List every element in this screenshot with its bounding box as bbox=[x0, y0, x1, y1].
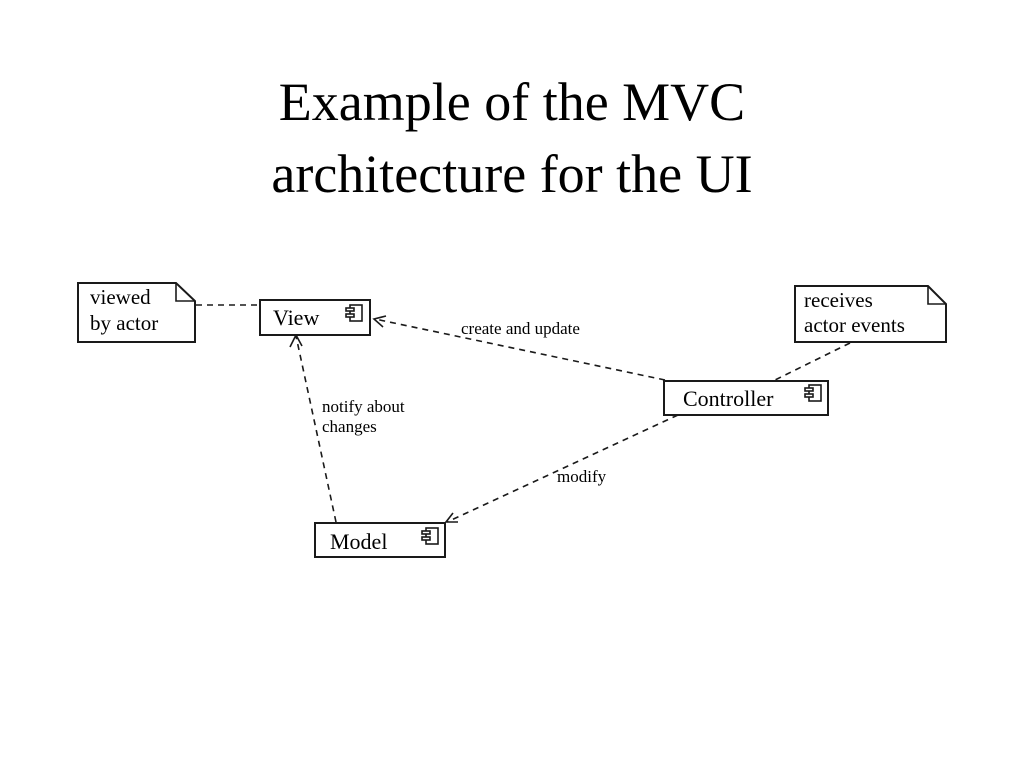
create-update-arrowhead bbox=[372, 315, 387, 328]
note-fold-icon bbox=[927, 286, 946, 305]
component-icon bbox=[804, 384, 822, 402]
note-viewed-line-1: viewed bbox=[90, 285, 151, 309]
page-title: Example of the MVC architecture for the … bbox=[0, 66, 1024, 210]
notify-edge bbox=[295, 335, 337, 523]
title-line-1: Example of the MVC bbox=[278, 72, 746, 132]
note-fold-icon bbox=[175, 283, 195, 302]
note-receives-line-2: actor events bbox=[804, 313, 905, 337]
component-controller: Controller bbox=[663, 380, 829, 416]
component-view: View bbox=[259, 299, 371, 336]
label-notify-line-2: changes bbox=[322, 417, 377, 436]
component-model: Model bbox=[314, 522, 446, 558]
controller-note-connector bbox=[774, 342, 851, 381]
label-notify-line-1: notify about bbox=[322, 397, 405, 416]
component-icon bbox=[421, 527, 439, 545]
create-update-edge bbox=[374, 318, 666, 381]
title-line-2: architecture for the UI bbox=[271, 144, 753, 204]
note-viewed-by-actor: viewed by actor bbox=[77, 282, 196, 343]
note-receives-actor-events: receives actor events bbox=[794, 285, 947, 343]
modify-edge bbox=[446, 414, 679, 523]
component-icon bbox=[345, 304, 363, 322]
note-receives-line-1: receives bbox=[804, 288, 873, 312]
note-viewed-line-2: by actor bbox=[90, 311, 158, 335]
component-controller-label: Controller bbox=[683, 386, 774, 411]
label-create-and-update: create and update bbox=[461, 319, 580, 338]
component-view-label: View bbox=[273, 305, 319, 330]
label-modify: modify bbox=[557, 467, 607, 486]
component-model-label: Model bbox=[330, 529, 387, 554]
